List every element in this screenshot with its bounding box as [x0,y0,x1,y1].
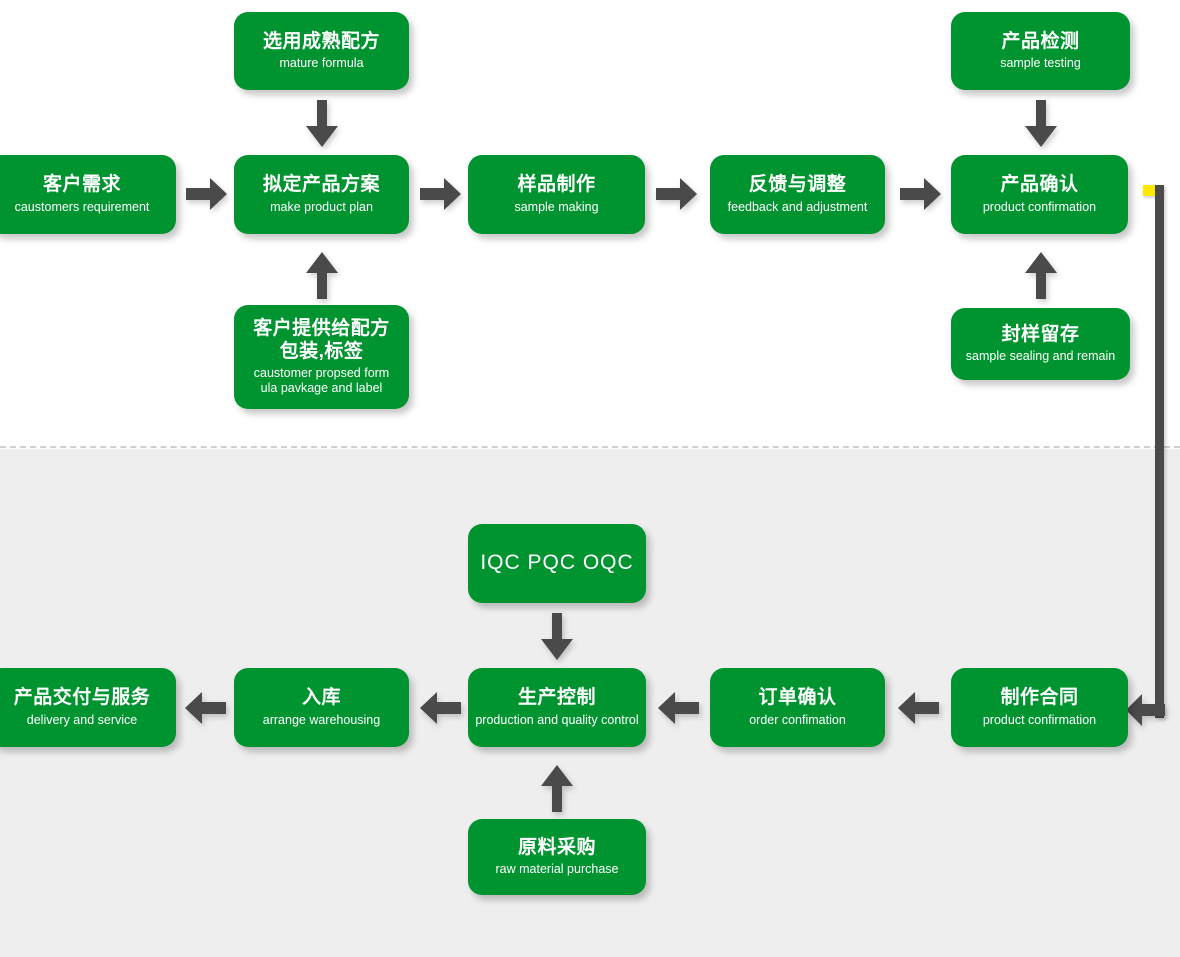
node-iqc-pqc-oqc[interactable]: IQC PQC OQC [468,524,646,603]
node-make-contract-en: product confirmation [982,712,1097,727]
node-mature-formula-en: mature formula [279,56,364,71]
arrow-sample-making-to-feedback [656,178,698,211]
node-customer-provided[interactable]: 客户提供给配方 包装,标签 caustomer propsed form ula… [234,305,409,409]
node-raw-material-cn: 原料采购 [517,836,596,858]
connector-highlight-yellow [1143,185,1162,196]
arrow-iqc-to-production-control [540,613,574,661]
node-product-confirmation-en: product confirmation [982,199,1097,214]
arrow-product-confirmation-to-contract [1126,694,1166,727]
arrow-sample-sealing-to-product-confirmation [1024,252,1058,300]
node-sample-making[interactable]: 样品制作 sample making [468,155,645,234]
arrow-contract-to-order-confirmation [898,692,940,725]
node-make-product-plan-en: make product plan [270,199,373,214]
arrow-customer-requirement-to-plan [186,178,228,211]
node-customer-requirement-en: caustomers requirement [14,199,150,214]
node-order-confirmation-en: order confimation [749,712,846,727]
node-product-confirmation-cn: 产品确认 [1000,174,1079,196]
node-customer-requirement-cn: 客户需求 [42,174,121,196]
node-raw-material[interactable]: 原料采购 raw material purchase [468,819,646,895]
arrow-plan-to-sample-making [420,178,462,211]
arrow-order-confirmation-to-production-control [658,692,700,725]
arrow-mature-formula-to-plan [305,100,339,148]
section-divider [0,446,1180,448]
node-warehousing-cn: 入库 [301,687,341,709]
node-production-control-cn: 生产控制 [517,687,596,709]
arrow-production-control-to-warehousing [420,692,462,725]
node-order-confirmation-cn: 订单确认 [758,687,837,709]
node-warehousing-en: arrange warehousing [262,712,381,727]
node-feedback-adjustment[interactable]: 反馈与调整 feedback and adjustment [710,155,885,234]
node-make-contract-cn: 制作合同 [1000,687,1079,709]
node-sample-sealing-cn: 封样留存 [1001,323,1080,345]
node-delivery-service[interactable]: 产品交付与服务 delivery and service [0,668,176,747]
node-delivery-service-cn: 产品交付与服务 [13,687,151,709]
node-feedback-adjustment-cn: 反馈与调整 [748,174,847,196]
node-order-confirmation[interactable]: 订单确认 order confimation [710,668,885,747]
node-sample-testing-en: sample testing [1000,56,1081,71]
node-customer-requirement[interactable]: 客户需求 caustomers requirement [0,155,176,234]
node-make-product-plan-cn: 拟定产品方案 [262,174,380,196]
arrow-customer-provided-to-plan [305,252,339,300]
arrow-feedback-to-product-confirmation [900,178,942,211]
node-sample-testing-cn: 产品检测 [1001,30,1080,52]
node-sample-sealing-en: sample sealing and remain [965,349,1116,364]
node-sample-sealing[interactable]: 封样留存 sample sealing and remain [951,308,1130,380]
node-sample-testing[interactable]: 产品检测 sample testing [951,12,1130,90]
arrow-raw-material-to-production-control [540,765,574,813]
node-raw-material-en: raw material purchase [495,862,619,877]
node-mature-formula-cn: 选用成熟配方 [262,30,380,52]
node-sample-making-en: sample making [514,199,599,214]
node-customer-provided-cn: 客户提供给配方 包装,标签 [253,318,390,362]
node-delivery-service-en: delivery and service [26,712,138,727]
node-production-control-en: production and quality control [475,712,639,727]
arrow-sample-testing-to-product-confirmation [1024,100,1058,148]
node-product-confirmation[interactable]: 产品确认 product confirmation [951,155,1128,234]
node-mature-formula[interactable]: 选用成熟配方 mature formula [234,12,409,90]
node-production-control[interactable]: 生产控制 production and quality control [468,668,646,747]
node-make-contract[interactable]: 制作合同 product confirmation [951,668,1128,747]
node-customer-provided-en: caustomer propsed form ula pavkage and l… [253,366,390,395]
connector-vertical-line [1155,185,1164,718]
node-sample-making-cn: 样品制作 [517,174,596,196]
node-make-product-plan[interactable]: 拟定产品方案 make product plan [234,155,409,234]
node-warehousing[interactable]: 入库 arrange warehousing [234,668,409,747]
arrow-warehousing-to-delivery [185,692,227,725]
node-feedback-adjustment-en: feedback and adjustment [727,199,868,214]
node-iqc-pqc-oqc-cn: IQC PQC OQC [480,551,634,575]
